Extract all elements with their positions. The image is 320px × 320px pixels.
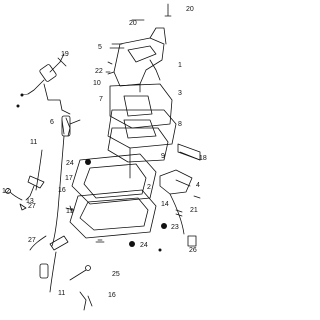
left-cable-upper — [5, 149, 45, 211]
callout-19: 19 — [61, 51, 69, 58]
callout-4: 4 — [196, 182, 200, 189]
callout-25: 25 — [112, 271, 120, 278]
callout-8: 8 — [178, 121, 182, 128]
lower-plates — [69, 153, 157, 239]
callout-11: 11 — [58, 290, 65, 297]
callout-20: 20 — [129, 20, 137, 27]
callout-26: 26 — [189, 247, 197, 254]
callout-labels: 20 20 19 5 1 22 10 3 7 6 8 11 9 24 18 2 … — [2, 6, 207, 299]
callout-3: 3 — [178, 90, 182, 97]
callout-23: 23 — [171, 224, 179, 231]
callout-5: 5 — [98, 44, 102, 51]
callout-2: 2 — [147, 184, 151, 191]
callout-24: 24 — [140, 242, 148, 249]
callout-21: 21 — [190, 207, 198, 214]
callout-11: 11 — [30, 139, 37, 146]
center-cable — [51, 115, 81, 247]
callout-10: 10 — [93, 80, 101, 87]
callout-12: 12 — [2, 188, 10, 195]
hardware — [85, 151, 201, 252]
callout-24: 24 — [66, 160, 74, 167]
right-switch-assembly — [159, 143, 201, 247]
callout-1: 1 — [178, 62, 182, 69]
callout-13: 13 — [26, 198, 34, 205]
callout-9: 9 — [161, 153, 165, 160]
shift-bracket — [105, 3, 172, 93]
callout-27: 27 — [28, 237, 36, 244]
callout-18: 18 — [199, 155, 207, 162]
callout-14: 14 — [161, 201, 169, 208]
lower-cable-assembly — [29, 205, 93, 311]
callout-15: 15 — [66, 208, 74, 215]
parts-diagram: 20 20 19 5 1 22 10 3 7 6 8 11 9 24 18 2 … — [2, 3, 207, 311]
callout-16: 16 — [58, 187, 66, 194]
boot-plates — [107, 83, 177, 179]
callout-22: 22 — [95, 68, 103, 75]
upper-cable-assembly — [16, 53, 71, 115]
callout-6: 6 — [50, 119, 54, 126]
callout-7: 7 — [99, 96, 103, 103]
callout-27: 27 — [28, 203, 36, 210]
callout-17: 17 — [65, 175, 73, 182]
callout-16: 16 — [108, 292, 116, 299]
callout-20: 20 — [186, 6, 194, 13]
